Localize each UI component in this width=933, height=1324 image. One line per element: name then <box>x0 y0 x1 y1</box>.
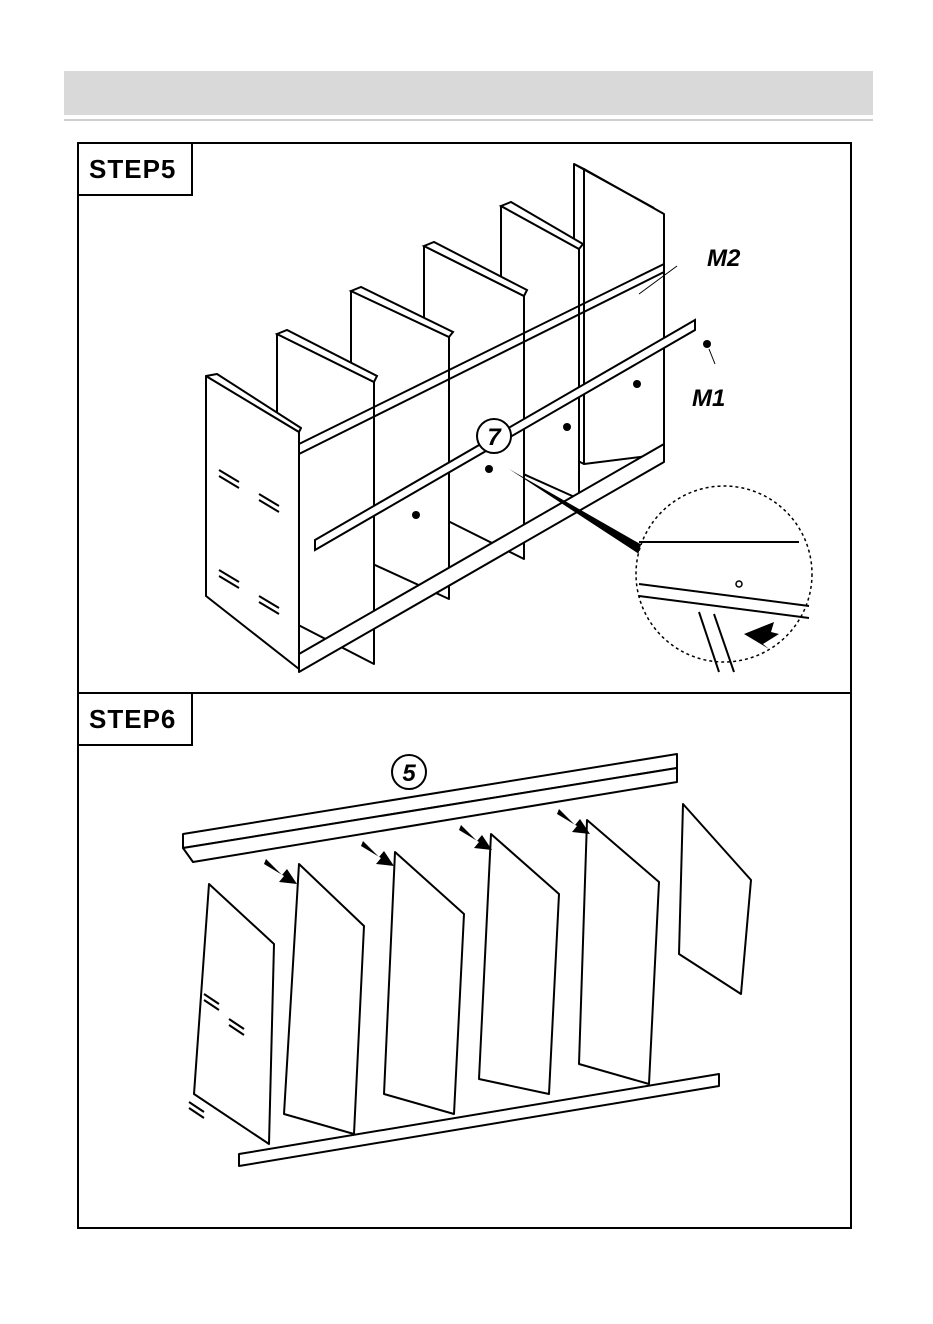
header-rule <box>64 119 873 121</box>
step5-label: STEP5 <box>79 144 193 196</box>
step6-label: STEP6 <box>79 694 193 746</box>
part-7-callout: 7 <box>487 424 502 451</box>
part-5-callout: 5 <box>402 760 416 787</box>
hardware-m1-label: M1 <box>692 385 725 412</box>
step6-illustration: 5 <box>79 694 850 1227</box>
hardware-m2-label: M2 <box>707 245 741 272</box>
step5-illustration: 7 M2 M1 <box>79 144 850 692</box>
header-bar <box>64 71 873 115</box>
